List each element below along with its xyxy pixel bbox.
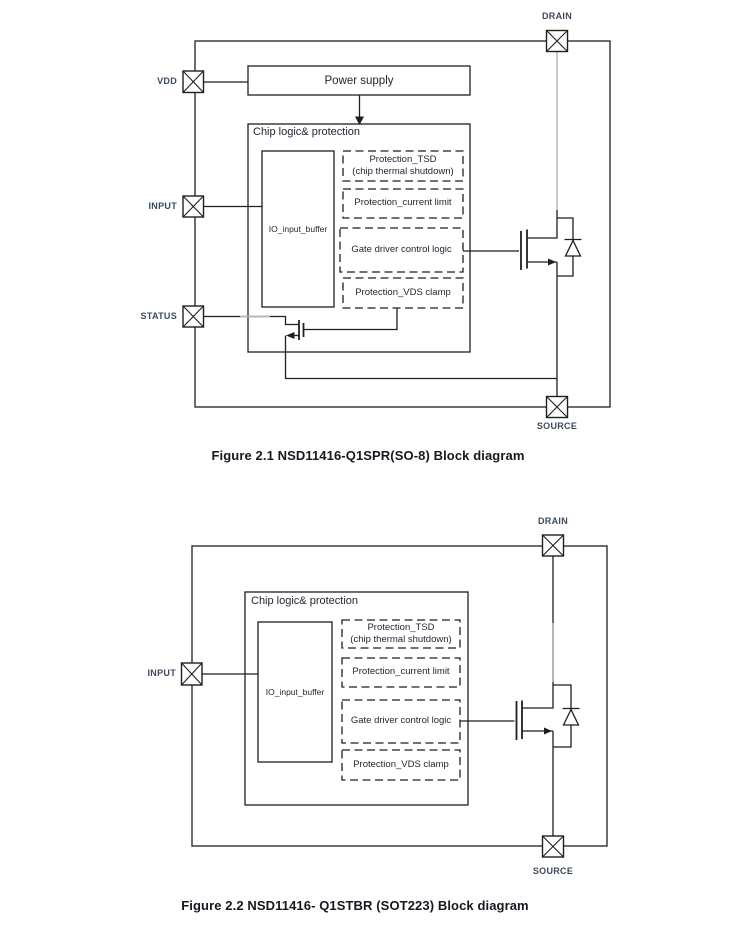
fig2-source-pin-label: SOURCE	[532, 866, 574, 876]
fig1-status-terminal	[182, 305, 205, 328]
fig2-input-terminal	[180, 662, 203, 686]
fig1-io-buffer-box	[261, 150, 335, 308]
fig1-tsd-line2: (chip thermal shutdown)	[352, 166, 454, 177]
fig2-body-diode	[562, 707, 580, 726]
fig1-protection-tsd-label: Protection_TSD (chip thermal shutdown)	[343, 151, 463, 181]
fig1-mosfet-source-arrow	[548, 258, 556, 266]
figure2-diagram	[180, 534, 608, 858]
fig1-status-mosfet-source-arrow	[286, 332, 295, 339]
fig2-mosfet-source-arrow	[544, 727, 552, 735]
fig1-io-buffer-label: IO_input_buffer	[268, 224, 328, 234]
fig2-drain-terminal	[541, 534, 565, 557]
fig1-power-mosfet-symbol	[520, 210, 558, 270]
fig2-tsd-line2: (chip thermal shutdown)	[350, 634, 452, 645]
fig2-vds-clamp-label: Protection_VDS clamp	[353, 758, 449, 770]
figure1-diagram	[182, 29, 611, 419]
fig1-drain-pin-label: DRAIN	[542, 11, 572, 21]
fig1-chip-logic-label: Chip logic& protection	[253, 126, 361, 138]
fig2-source-terminal	[541, 835, 565, 858]
fig1-gate-driver-box	[339, 227, 464, 273]
fig1-status-wire	[203, 315, 299, 326]
fig2-input-pin-label: INPUT	[147, 668, 176, 678]
fig1-vds-clamp-to-gate-wire	[304, 308, 398, 331]
fig2-power-mosfet-symbol	[515, 685, 554, 740]
fig2-protection-tsd-box	[341, 619, 461, 649]
fig1-vds-clamp-label: Protection_VDS clamp	[355, 286, 451, 298]
fig1-source-pin-label: SOURCE	[536, 421, 578, 431]
fig1-diode-triangle	[564, 239, 582, 257]
fig1-current-limit-label: Protection_current limit	[354, 197, 452, 209]
fig2-tsd-line1: Protection_TSD	[367, 621, 435, 633]
fig2-io-buffer-label: IO_input_buffer	[265, 687, 325, 697]
fig2-chip-logic-box	[244, 591, 469, 806]
fig2-current-limit-label: Protection_current limit	[352, 666, 450, 678]
fig1-mosfet-drain-stub	[527, 210, 558, 239]
fig1-status-source-return-wire	[284, 335, 557, 380]
fig2-protection-tsd-label: Protection_TSD (chip thermal shutdown)	[342, 620, 460, 648]
fig2-current-limit-box	[341, 657, 461, 688]
fig1-input-pin-label: INPUT	[148, 201, 177, 211]
fig2-outer-box	[191, 545, 608, 847]
fig2-chip-logic-label: Chip logic& protection	[251, 595, 359, 607]
figure2-caption: Figure 2.2 NSD11416- Q1STBR (SOT223) Blo…	[181, 898, 529, 913]
fig1-down-arrowhead	[355, 116, 364, 125]
fig2-io-buffer-box	[257, 621, 333, 763]
figure1-caption: Figure 2.1 NSD11416-Q1SPR(SO-8) Block di…	[211, 448, 525, 463]
fig1-status-mosfet-symbol	[286, 308, 398, 340]
fig2-vds-clamp-box	[341, 749, 461, 781]
fig2-mosfet-drain-stub	[522, 685, 554, 709]
fig1-body-diode	[564, 238, 582, 257]
fig1-source-terminal	[545, 395, 569, 419]
fig1-input-terminal	[182, 195, 205, 218]
fig1-power-supply-label: Power supply	[324, 74, 394, 87]
fig1-gate-driver-label: Gate driver control logic	[351, 243, 452, 255]
fig1-tsd-line1: Protection_TSD	[369, 153, 437, 165]
fig2-gate-driver-label: Gate driver control logic	[350, 715, 452, 727]
fig1-vdd-terminal	[182, 70, 205, 94]
fig1-drain-terminal	[545, 29, 569, 53]
fig1-vdd-pin-label: VDD	[157, 76, 177, 86]
fig1-status-pin-label: STATUS	[140, 311, 177, 321]
fig2-drain-pin-label: DRAIN	[538, 516, 568, 526]
fig1-outer-box	[194, 40, 611, 408]
fig2-diode-triangle	[562, 708, 580, 726]
